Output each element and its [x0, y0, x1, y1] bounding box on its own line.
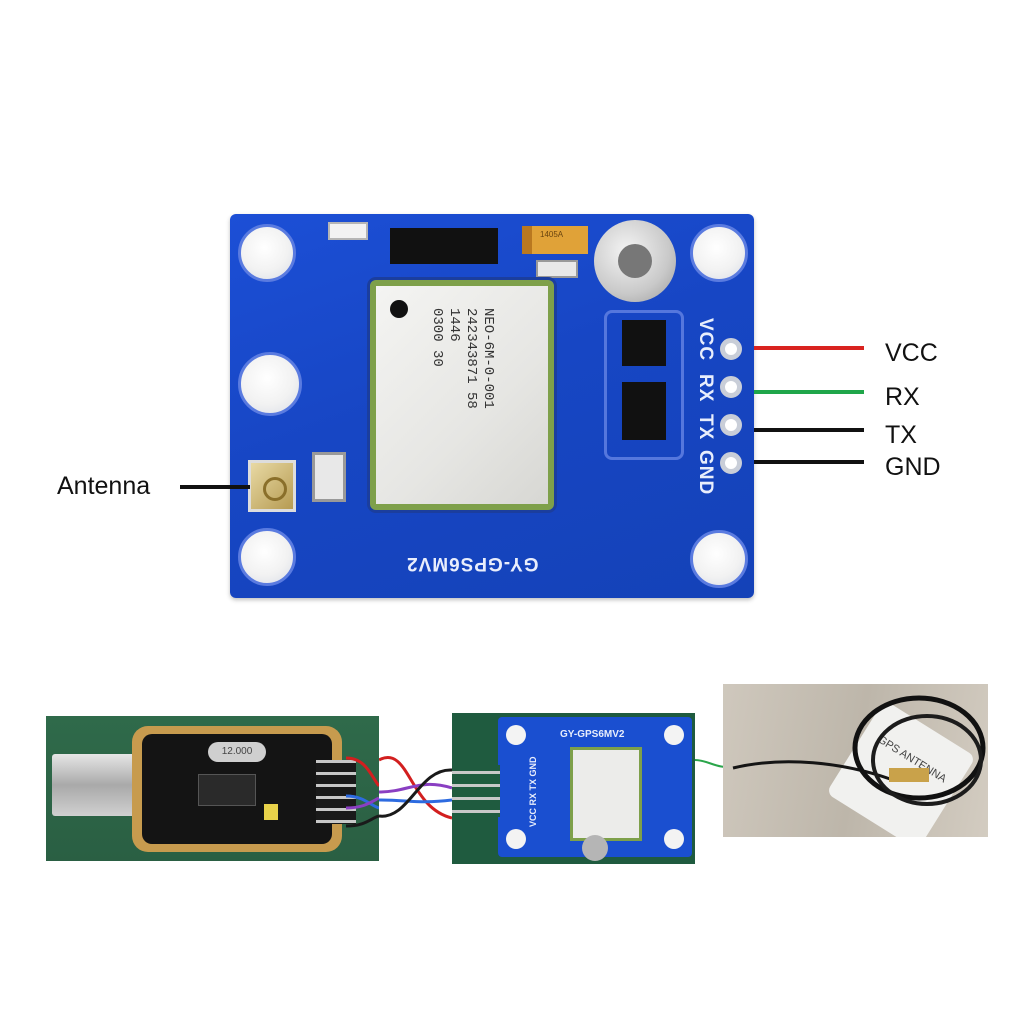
- gps-module-board: 1405A NEO-6M-0-001 242343871 58 1446 030…: [230, 214, 754, 598]
- regulator-chip: [622, 382, 666, 440]
- header-pins: [452, 765, 500, 817]
- pin-label-rx: RX: [695, 374, 716, 403]
- tx-wire: [754, 428, 864, 432]
- gps-module-photo: GY-GPS6MV2 VCC RX TX GND: [452, 713, 695, 864]
- ch340-chip: [198, 774, 256, 806]
- small-hole: [506, 829, 526, 849]
- led: [264, 804, 278, 820]
- smd-resistor: [328, 222, 368, 240]
- regulator-chip: [622, 320, 666, 366]
- module-markings: NEO-6M-0-001 242343871 58 1446 0300 30: [429, 308, 496, 409]
- rx-wire: [754, 390, 864, 394]
- smd-part: [312, 452, 346, 502]
- neo-6m-module: [370, 280, 554, 510]
- small-hole: [506, 725, 526, 745]
- pin-pad-vcc: [720, 338, 742, 360]
- mounting-hole: [238, 528, 296, 586]
- adapter-board: 12.000: [142, 734, 332, 844]
- pin-pad-tx: [720, 414, 742, 436]
- small-hole: [664, 725, 684, 745]
- pin-label-vcc: VCC: [695, 318, 716, 362]
- vcc-label: VCC: [885, 339, 938, 367]
- eeprom-chip: [390, 228, 498, 264]
- small-battery: [582, 835, 608, 861]
- mounting-hole: [690, 224, 748, 282]
- pin-pad-rx: [720, 376, 742, 398]
- small-hole: [664, 829, 684, 849]
- pin-label-tx: TX: [695, 414, 716, 441]
- crossover-wires: [379, 756, 452, 820]
- jumper-wires: [346, 756, 379, 828]
- vcc-wire: [754, 346, 864, 350]
- backup-battery: [594, 220, 676, 302]
- small-gps-board: GY-GPS6MV2 VCC RX TX GND: [498, 717, 692, 861]
- rx-label: RX: [885, 383, 920, 411]
- pin-header: [316, 760, 356, 824]
- antenna-cable: [732, 695, 986, 806]
- pin-pad-gnd: [720, 452, 742, 474]
- pin-label-gnd: GND: [695, 450, 716, 496]
- tx-label: TX: [885, 421, 917, 449]
- mounting-hole: [238, 224, 296, 282]
- antenna-pointer-line: [180, 485, 250, 489]
- mounting-hole: [690, 530, 748, 588]
- pin1-dot: [390, 300, 408, 318]
- gps-antenna-photo: GPS ANTENNA: [723, 684, 988, 837]
- usb-ttl-adapter-photo: 12.000: [46, 716, 379, 861]
- small-pin-labels: VCC RX TX GND: [528, 756, 538, 827]
- crystal: 12.000: [208, 742, 266, 762]
- smd-resistor: [536, 260, 578, 278]
- board-silkscreen-name: GY-GPS6MV2: [406, 553, 539, 574]
- gnd-label: GND: [885, 453, 941, 481]
- connector-ring: [263, 477, 287, 501]
- mounting-hole: [238, 352, 302, 416]
- antenna-label: Antenna: [57, 472, 151, 500]
- battery-center: [618, 244, 652, 278]
- small-board-name: GY-GPS6MV2: [560, 729, 625, 740]
- silk-outline: [604, 310, 684, 460]
- small-neo-module: [570, 747, 642, 841]
- ufl-antenna-connector: [248, 460, 296, 512]
- gnd-wire: [754, 460, 864, 464]
- tantalum-capacitor: 1405A: [522, 226, 588, 254]
